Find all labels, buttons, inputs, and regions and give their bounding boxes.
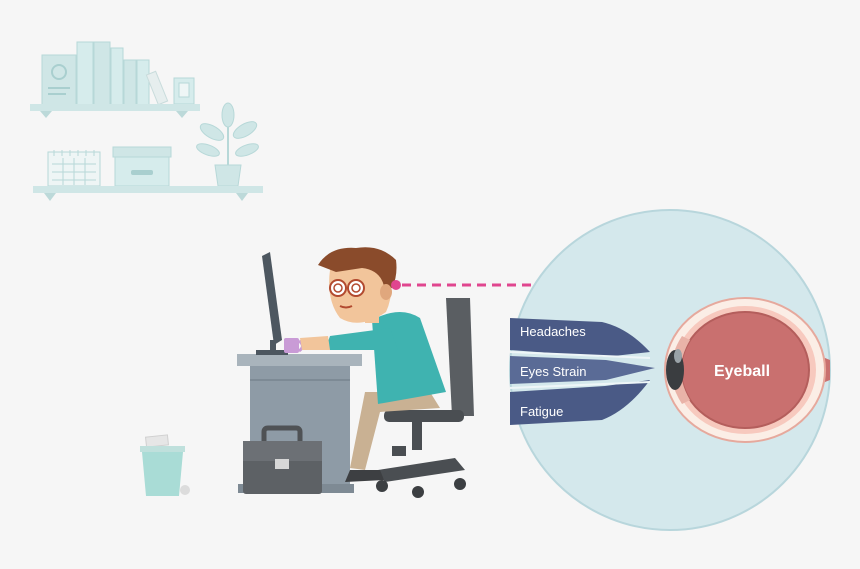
plant-icon	[196, 102, 259, 187]
label-fatigue: Fatigue	[520, 404, 563, 419]
shelf-board	[30, 104, 200, 111]
arrow-headaches	[510, 318, 650, 357]
magnified-eye-bubble: Headaches Eyes Strain Fatigue Eyeball	[509, 209, 831, 531]
book	[123, 59, 137, 106]
label-eyes-strain: Eyes Strain	[520, 364, 586, 379]
storage-box-lid	[112, 146, 172, 158]
shirt	[372, 311, 446, 404]
book	[136, 59, 150, 106]
hand	[300, 336, 330, 350]
office-chair	[376, 298, 474, 498]
arrow-eyes-strain	[510, 356, 655, 384]
shoe	[345, 470, 384, 482]
label-headaches: Headaches	[520, 324, 586, 339]
upper-shelf	[30, 41, 200, 118]
book	[76, 41, 94, 106]
lower-shelf	[33, 102, 263, 201]
frame-circle-icon	[51, 64, 67, 80]
coffee-mug	[284, 338, 304, 353]
leaning-book	[145, 70, 169, 106]
computer-monitor	[256, 252, 288, 355]
arm	[325, 328, 398, 350]
arrow-fatigue	[510, 380, 650, 425]
office-worker	[300, 247, 446, 482]
book	[93, 41, 111, 106]
dizzy-eyes-icon	[329, 279, 365, 297]
trousers	[350, 392, 440, 470]
desk-top	[237, 354, 362, 366]
shelf-board	[33, 186, 263, 193]
briefcase	[243, 425, 322, 494]
hair	[318, 247, 397, 288]
eyeball: Eyeball	[664, 297, 830, 443]
label-eyeball: Eyeball	[714, 363, 770, 380]
book	[110, 47, 124, 106]
trash-can	[140, 434, 190, 496]
